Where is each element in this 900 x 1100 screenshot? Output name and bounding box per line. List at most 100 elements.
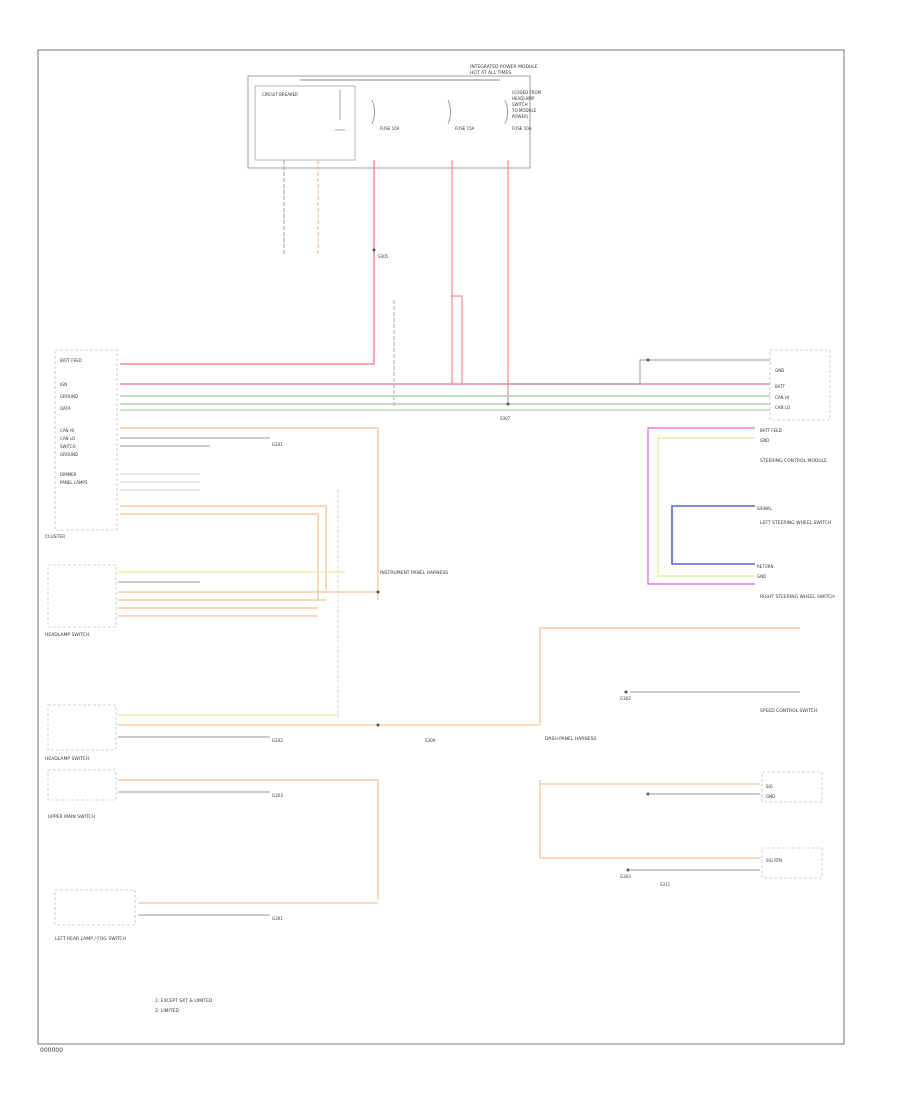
right-pin-9: GND xyxy=(757,574,766,579)
left-pin-4: DATA xyxy=(60,406,71,411)
right-pin-3: CAN HI xyxy=(775,395,789,400)
relay-switch xyxy=(335,90,345,131)
left-pin-3: GROUND xyxy=(60,394,78,399)
headlamp-switch-1-label: HEADLAMP SWITCH xyxy=(45,632,89,638)
note-1: 1: EXCEPT SXT & LIMITED xyxy=(155,998,213,1004)
headlamp-switch-2-box xyxy=(47,704,117,751)
yellow-wire-outer xyxy=(657,437,755,577)
batt-wire-right xyxy=(508,359,770,385)
junction-dot xyxy=(376,590,380,594)
right-pin-10: SIG xyxy=(766,784,773,789)
fuse-box-header: INTEGRATED POWER MODULE xyxy=(470,64,538,70)
left-pin-5: CAN HI xyxy=(60,428,74,433)
panel-lamp-wire-1 xyxy=(120,505,327,590)
fuse-symbol-1 xyxy=(371,99,375,125)
lower-right-connector-2 xyxy=(761,847,823,879)
junction-dot xyxy=(646,358,650,362)
upper-main-switch-box xyxy=(47,769,117,801)
ground-g202: G202 xyxy=(272,738,283,743)
left-pin-10: PANEL LAMPS xyxy=(60,480,88,485)
right-pin-7: SIGNAL xyxy=(757,506,773,511)
instrument-panel-harness-label: INSTRUMENT PANEL HARNESS xyxy=(380,570,448,576)
junction-dots xyxy=(372,248,650,872)
upper-main-switch: UPPER MAIN SWITCH xyxy=(47,769,379,900)
fuse-symbol-2 xyxy=(447,99,451,125)
fuse-box-outline xyxy=(247,75,531,169)
headlamp-switch-2: HEADLAMP SWITCH xyxy=(45,704,540,762)
right-pin-2: BATT xyxy=(775,384,786,389)
dash-panel-harness-label: DASH PANEL HARNESS xyxy=(545,736,596,742)
ground-labels: G201 G202 G203 G301 G302 G303 xyxy=(272,442,631,921)
right-pin-8: RETURN xyxy=(757,564,773,569)
batt-feed-wire xyxy=(120,160,375,365)
left-rear-lamp-switch-box xyxy=(54,889,136,926)
left-rear-lamp-switch: LEFT REAR LAMP / FOG SWITCH xyxy=(54,889,378,942)
speed-control-region: SPEED CONTROL SWITCH SIG GND SIG RTN INS… xyxy=(380,570,823,879)
junction-dot xyxy=(506,402,510,406)
left-pin-2: IGN xyxy=(60,382,67,387)
splice-s309: S309 xyxy=(425,738,436,743)
purple-wire-outer xyxy=(647,427,755,585)
junction-dot xyxy=(624,690,628,694)
speed-control-label: SPEED CONTROL SWITCH xyxy=(760,708,817,714)
headlamp-switch-1: HEADLAMP SWITCH xyxy=(45,564,378,638)
ground-g302: G302 xyxy=(620,696,631,701)
fuse-box-title: HOT AT ALL TIMES xyxy=(470,70,511,76)
lower-right-connector-1 xyxy=(761,771,823,803)
splice-s307: S307 xyxy=(500,416,511,421)
fuse-3-label: FUSE 10A xyxy=(512,126,532,131)
drop-wire-7 xyxy=(452,295,463,385)
splice-labels: S305 S307 S309 S311 xyxy=(378,254,671,887)
right-pin-5: BATT FEED xyxy=(760,428,782,433)
note-2: 2: LIMITED xyxy=(155,1008,179,1014)
left-connector-block: BATT FEED IGN GROUND DATA CAN HI CAN LO … xyxy=(45,349,118,540)
left-pin-7: SWITCH xyxy=(60,444,76,449)
panel-lamp-wire-2 xyxy=(120,513,319,600)
left-pin-1: BATT FEED xyxy=(60,358,82,363)
right-pin-1: GND xyxy=(775,368,784,373)
headlamp-switch-1-box xyxy=(47,564,117,628)
junction-dot xyxy=(376,723,380,727)
fuse-symbol-3 xyxy=(504,99,508,125)
bus-wires xyxy=(120,160,770,720)
junction-dot xyxy=(646,792,650,796)
steering-control-label: STEERING CONTROL MODULE xyxy=(760,458,827,464)
upper-main-switch-label: UPPER MAIN SWITCH xyxy=(48,814,95,820)
relay-box xyxy=(254,85,356,161)
orange-wire-right-top xyxy=(539,627,800,725)
steering-control-region: GND BATT CAN HI CAN LO BATT FEED GND STE… xyxy=(647,349,835,600)
fuse-1-label: FUSE 10A xyxy=(380,126,400,131)
right-pin-11: GND xyxy=(766,794,775,799)
figure-code: 000000 xyxy=(40,1047,63,1054)
side-note-2: HEADLAMP xyxy=(512,96,535,101)
side-note-1: (CODED FROM xyxy=(512,90,542,95)
bcm-connector xyxy=(54,349,118,531)
side-note-5: POWER) xyxy=(512,114,529,119)
junction-dot xyxy=(372,248,376,252)
orange-wire-5 xyxy=(118,779,379,900)
left-pin-6: CAN LO xyxy=(60,436,75,441)
left-pin-9: DIMMER xyxy=(60,472,77,477)
diagram-frame xyxy=(37,49,845,1045)
right-steering-switch-label: RIGHT STEERING WHEEL SWITCH xyxy=(760,594,835,600)
ground-g203: G203 xyxy=(272,793,283,798)
splice-s305: S305 xyxy=(378,254,389,259)
headlamp-switch-2-label: HEADLAMP SWITCH xyxy=(45,756,89,762)
junction-dot xyxy=(626,868,630,872)
right-pin-6: GND xyxy=(760,438,769,443)
cluster-label: CLUSTER xyxy=(45,534,65,540)
ground-g303: G303 xyxy=(620,874,631,879)
blue-wire-loop xyxy=(671,505,755,565)
left-steering-switch-label: LEFT STEERING WHEEL SWITCH xyxy=(760,520,831,526)
orange-wire-right-mid xyxy=(539,780,760,859)
side-note-4: TO MODULE xyxy=(511,108,537,113)
right-pin-12: SIG RTN xyxy=(766,858,782,863)
right-pin-4: CAN LO xyxy=(775,405,790,410)
fuse-2-label: FUSE 15A xyxy=(455,126,475,131)
left-pin-8: GROUND xyxy=(60,452,78,457)
splice-s311: S311 xyxy=(660,882,671,887)
relay-label: CIRCUIT BREAKER xyxy=(262,92,298,97)
right-connector-box xyxy=(769,349,831,421)
left-rear-lamp-switch-label: LEFT REAR LAMP / FOG SWITCH xyxy=(55,936,126,942)
